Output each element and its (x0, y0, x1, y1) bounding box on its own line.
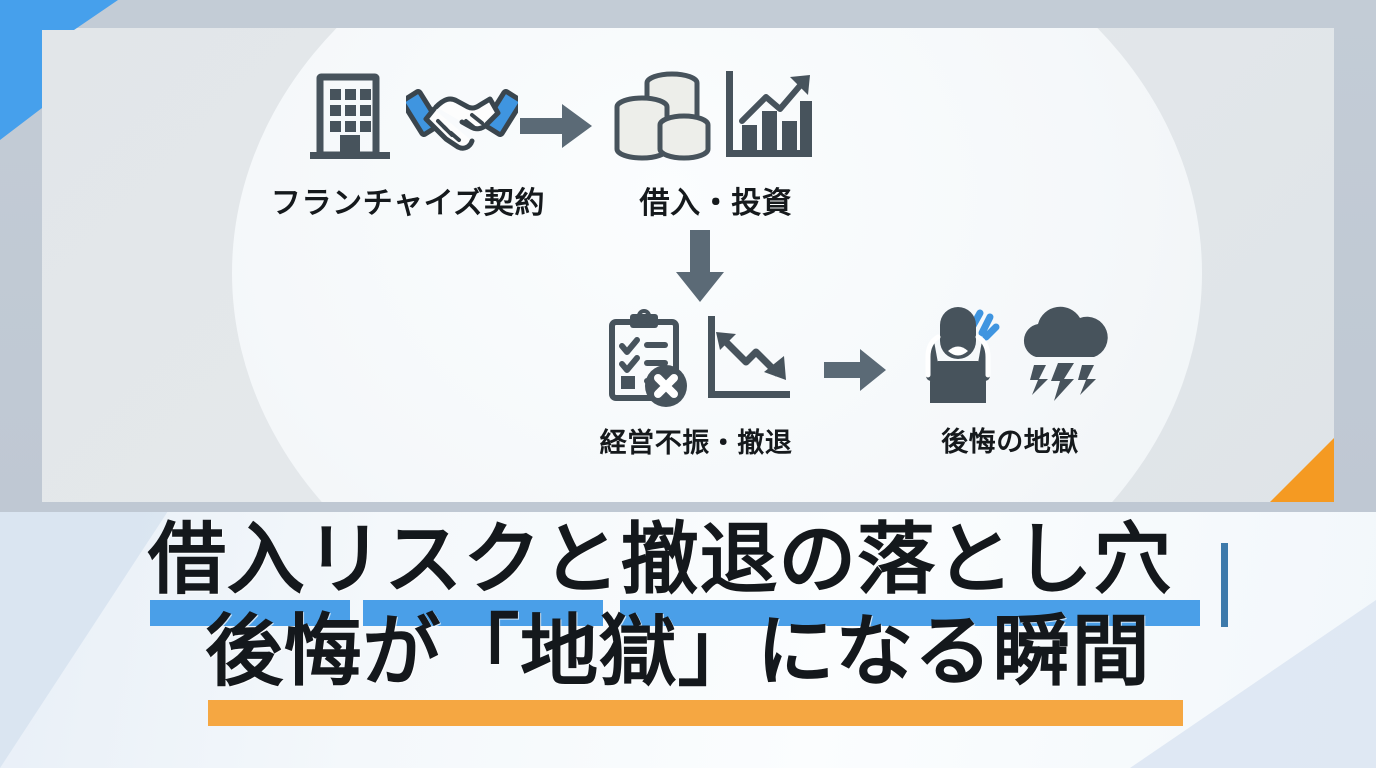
title-highlight-orange (208, 700, 1183, 726)
title-highlight-blue-c (620, 600, 1200, 626)
failed-checklist-icon (594, 308, 694, 408)
flow-node-loan: 借入・投資 (596, 62, 836, 222)
flow-node-franchise: フランチャイズ契約 (248, 62, 568, 222)
flow-node-loan-label: 借入・投資 (639, 187, 793, 220)
distressed-person-icon (908, 301, 1008, 405)
title-line-1: 借入リスクと撤退の落とし穴 (148, 515, 1173, 603)
flow-node-decline: 経営不振・撤退 (552, 305, 840, 460)
declining-chart-icon (698, 308, 798, 408)
flow-diagram: フランチャイズ契約 (248, 62, 1140, 460)
arrow-right-icon-2 (822, 345, 888, 395)
flow-node-franchise-label: フランチャイズ契約 (270, 187, 546, 220)
title-line-2: 後悔が「地獄」になる瞬間 (205, 607, 1151, 695)
storm-cloud-icon (1012, 301, 1112, 405)
flow-node-decline-label: 経営不振・撤退 (599, 428, 793, 458)
handshake-icon (406, 63, 518, 167)
title-vertical-divider (1221, 543, 1228, 627)
growth-bar-chart-icon (718, 63, 818, 167)
flow-node-regret: 後悔の地獄 (880, 300, 1140, 459)
title-block: 借入リスクと撤退の落とし穴 後悔が「地獄」になる瞬間 (0, 516, 1376, 768)
title-highlight-blue-b (363, 600, 603, 626)
title-highlight-blue-a (150, 600, 350, 626)
arrow-right-icon (518, 98, 594, 154)
office-building-icon (298, 63, 402, 167)
card-ellipse-backdrop (232, 28, 1202, 502)
flow-node-regret-icons (880, 300, 1140, 406)
flow-node-loan-icons (596, 62, 836, 168)
flow-node-regret-label: 後悔の地獄 (941, 427, 1079, 457)
arrow-down-icon (672, 228, 728, 304)
coin-stacks-icon (614, 63, 714, 167)
flow-node-decline-icons (552, 305, 840, 411)
flow-node-franchise-icons (248, 62, 568, 168)
